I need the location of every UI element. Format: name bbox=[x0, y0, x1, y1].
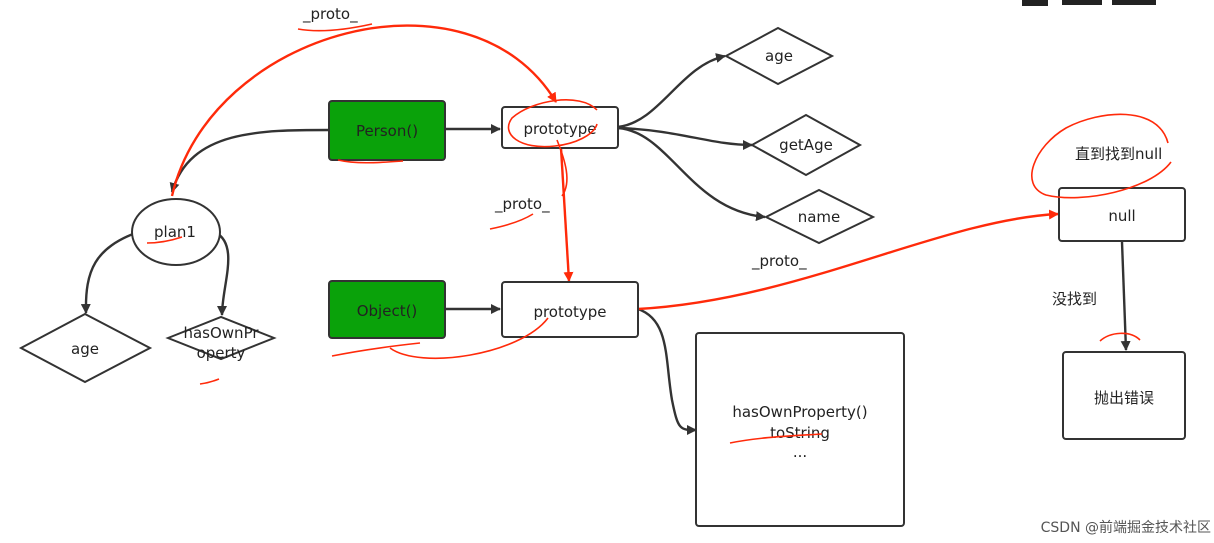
null-node: null bbox=[1058, 187, 1186, 242]
methods-line1: hasOwnProperty() bbox=[732, 403, 867, 421]
hasown-label-line1: hasOwnPr bbox=[183, 324, 259, 342]
person-label: Person() bbox=[356, 122, 418, 140]
plan1-node: plan1 bbox=[131, 198, 221, 266]
hasown-label-line2: operty bbox=[197, 344, 246, 362]
getage-label: getAge bbox=[779, 136, 833, 154]
edge-prototype-to-getage bbox=[617, 126, 753, 150]
prototype-top-node: prototype bbox=[501, 106, 619, 149]
edge-person-to-plan1 bbox=[169, 128, 331, 193]
edge-null-to-error bbox=[1120, 241, 1131, 351]
red-proto-plan1-to-prototype bbox=[170, 24, 558, 197]
name-label: name bbox=[798, 208, 841, 226]
edge-plan1-to-hasown bbox=[214, 230, 230, 316]
age-top-node: age bbox=[723, 26, 835, 86]
error-label: 抛出错误 bbox=[1094, 389, 1154, 407]
until-null-label: 直到找到null bbox=[1075, 145, 1162, 163]
age-left-label: age bbox=[71, 340, 99, 358]
name-node: name bbox=[763, 188, 876, 245]
proto-label-middle: _proto_ bbox=[494, 195, 550, 214]
prototype-top-label: prototype bbox=[523, 120, 596, 138]
object-label: Object() bbox=[357, 302, 418, 320]
methods-node: hasOwnProperty() toString ... bbox=[695, 332, 905, 527]
age-top-label: age bbox=[765, 47, 793, 65]
prototype-bottom-node: prototype bbox=[501, 281, 639, 338]
edge-prototype-to-age bbox=[617, 53, 726, 129]
not-found-label: 没找到 bbox=[1052, 290, 1097, 308]
prototype-bottom-label: prototype bbox=[533, 303, 606, 321]
error-node: 抛出错误 bbox=[1062, 351, 1186, 440]
proto-label-right: _proto_ bbox=[751, 252, 807, 271]
edge-prototype-to-methods bbox=[637, 307, 697, 435]
age-left-node: age bbox=[18, 312, 153, 384]
hasownproperty-node: hasOwnPr operty bbox=[165, 315, 277, 362]
red-proto-prototype-to-null bbox=[637, 209, 1059, 311]
top-right-artifact bbox=[1022, 0, 1156, 6]
red-proto-prototype-to-prototype bbox=[559, 147, 574, 282]
methods-line3: ... bbox=[793, 443, 807, 461]
person-node: Person() bbox=[328, 100, 446, 161]
edge-plan1-to-age bbox=[80, 230, 139, 314]
object-node: Object() bbox=[328, 280, 446, 339]
watermark: CSDN @前端掘金技术社区 bbox=[1041, 519, 1211, 536]
plan1-label: plan1 bbox=[154, 223, 196, 241]
null-label: null bbox=[1108, 207, 1135, 225]
red-annotations bbox=[146, 23, 1172, 444]
methods-line2: toString bbox=[770, 424, 830, 442]
getage-node: getAge bbox=[749, 113, 863, 177]
edge-prototype-to-name bbox=[617, 126, 766, 222]
proto-label-top: _proto_ bbox=[302, 5, 358, 24]
